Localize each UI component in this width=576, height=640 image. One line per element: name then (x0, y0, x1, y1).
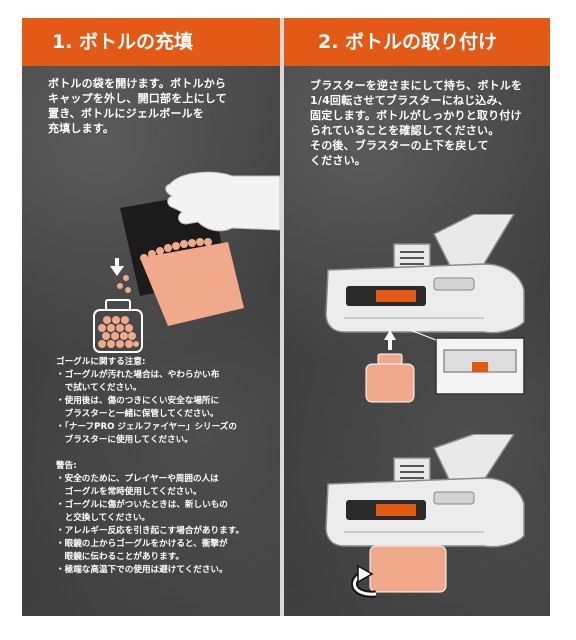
warning-item: ・眼鏡の上からゴーグルをかけると、衝撃が 眼鏡に伝わることがあります。 (56, 539, 228, 562)
goggle-note: ・使用後は、傷のつきにくい安全な場所に ブラスターと一緒に保管してください。 (56, 396, 220, 419)
hand-icon (165, 171, 280, 232)
warning-item: ・安全のために、プレイヤーや周囲の人は ゴーグルを常時使用してください。 (56, 474, 219, 497)
goggle-note: ・ゴーグルが汚れた場合は、やわらかい布 で拭いてください。 (56, 370, 220, 393)
bottle-illustration (93, 299, 143, 353)
warning-item: ・ゴーグルに傷がついたときは、新しいもの と交換してください。 (56, 500, 228, 523)
section-title: 1. ボトルの充填 (52, 31, 194, 53)
bottle-illustration (365, 353, 415, 403)
falling-gel-balls (117, 275, 131, 293)
section-title: 2. ボトルの取り付け (318, 31, 498, 53)
goggle-notes-title: ゴーグルに関する注意: (56, 357, 146, 367)
section-attach-bottle: 2. ボトルの取り付け ブラスターを逆さまにして持ち、ボトルを 1/4回転させて… (284, 18, 550, 616)
arrow-up-icon (384, 330, 396, 350)
section-header: 2. ボトルの取り付け (284, 18, 550, 66)
attach-instructions: ブラスターを逆さまにして持ち、ボトルを 1/4回転させてブラスターにねじ込み、 … (310, 79, 523, 167)
goggle-note: ・「ナーフPRO ジェルファイヤー」シリーズの ブラスターに使用してください。 (56, 422, 237, 445)
gel-balls-edge (140, 238, 212, 262)
section-header: 1. ボトルの充填 (22, 18, 280, 66)
rotate-arrow-icon (351, 564, 377, 598)
warning-item: ・アレルギー反応を引き起こす場合があります。 (56, 526, 245, 536)
bag-and-hand-illustration (93, 171, 280, 353)
instruction-sheet: 1. ボトルの充填 ボトルの袋を開けます。ボトルから キャップを外し、開口部を上… (22, 18, 550, 616)
gel-bag-bottom (140, 242, 244, 326)
blaster-rotate-bottle-illustration (325, 434, 525, 598)
fill-instructions: ボトルの袋を開けます。ボトルから キャップを外し、開口部を上にして 置き、ボトル… (48, 77, 227, 135)
warning-title: 警告: (56, 461, 77, 471)
section-fill-bottle: 1. ボトルの充填 ボトルの袋を開けます。ボトルから キャップを外し、開口部を上… (22, 18, 280, 616)
panel-divider (280, 18, 284, 616)
blaster-upside-down-illustration (325, 214, 525, 403)
warning-item: ・極端な高温下での使用は避けてください。 (56, 565, 228, 575)
safety-notes: ゴーグルに関する注意: ・ゴーグルが汚れた場合は、やわらかい布 で拭いてください… (56, 356, 276, 577)
arrow-down-icon (110, 258, 124, 276)
